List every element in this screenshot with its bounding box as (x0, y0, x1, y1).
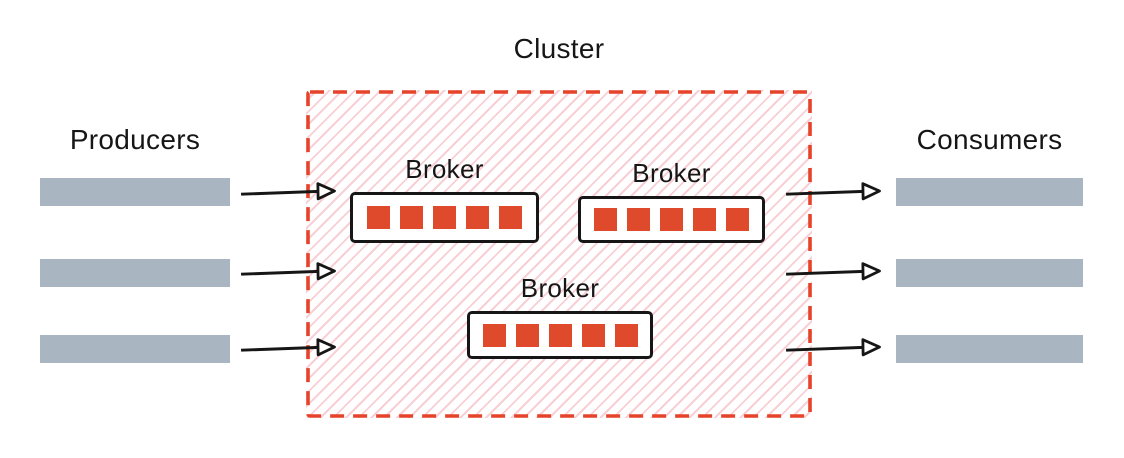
consumer-bar (896, 259, 1083, 287)
broker-box (578, 196, 765, 243)
flow-arrow-icon (785, 180, 882, 204)
cluster-dashed-border (306, 90, 812, 418)
consumers-label: Consumers (916, 124, 1063, 155)
consumer-bars (896, 0, 1083, 458)
flow-arrow-icon (240, 336, 337, 360)
consumer-arrows (785, 0, 882, 458)
broker-label: Broker (520, 273, 600, 303)
partition-square (482, 323, 506, 347)
partition-square (627, 208, 650, 231)
partition-square (660, 208, 683, 231)
partition-square (367, 206, 390, 229)
broker-label: Broker (405, 154, 484, 184)
partition-square (400, 206, 423, 229)
partition-square (499, 206, 522, 229)
cluster-boundary (306, 90, 812, 418)
partition-square (548, 323, 572, 347)
partition-square (693, 208, 716, 231)
partition-square (594, 208, 617, 231)
flow-arrow-icon (785, 260, 882, 284)
producers-label: Producers (69, 124, 201, 155)
producer-bars (40, 0, 230, 458)
partition-square (466, 206, 489, 229)
flow-arrow-icon (240, 260, 337, 284)
partition-square (614, 323, 638, 347)
flow-arrow-icon (240, 180, 337, 204)
partition-square (515, 323, 539, 347)
producer-bar (40, 178, 230, 206)
producer-bar (40, 335, 230, 363)
broker-node: Broker (467, 273, 653, 359)
broker-label: Broker (632, 158, 711, 188)
flow-arrow-icon (785, 336, 882, 360)
broker-box (350, 192, 539, 243)
partition-square (726, 208, 749, 231)
consumer-bar (896, 178, 1083, 206)
producer-bar (40, 259, 230, 287)
broker-box (467, 311, 653, 359)
consumer-bar (896, 335, 1083, 363)
cluster-title: Cluster (513, 33, 605, 64)
broker-node: Broker (350, 154, 539, 243)
partition-square (581, 323, 605, 347)
broker-node: Broker (578, 158, 765, 243)
producer-arrows (240, 0, 337, 458)
partition-square (433, 206, 456, 229)
